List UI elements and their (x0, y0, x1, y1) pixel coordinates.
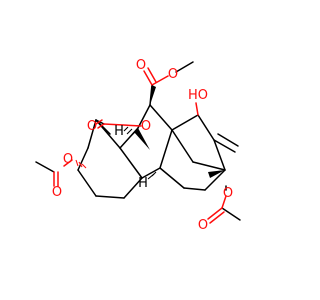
atom-label-hydroxyl: HO (188, 88, 208, 103)
atom-label-acetate-left-carbonyl-o: O (52, 185, 62, 200)
atom-labels: O O HO O O O O O O H H (52, 58, 233, 233)
atom-label-ester-carbonyl-o: O (136, 58, 146, 73)
atom-label-lactone-bridge-o: O (141, 119, 151, 134)
atom-label-lactone-carbonyl-o: O (87, 119, 97, 134)
wedge-bond (150, 85, 156, 105)
carbon-skeleton-bonds (35, 61, 241, 221)
hash-bond-h-upper (123, 126, 136, 138)
hash-bond-acetate-left (75, 159, 87, 169)
hash-bond-h-lower (147, 171, 157, 180)
atom-label-acetate-left-ether-o: O (63, 152, 73, 167)
molecule-structure-diagram: O O HO O O O O O O H H (35, 58, 241, 233)
atom-label-h-lower: H (138, 176, 148, 191)
stereo-bonds (75, 85, 225, 180)
wedge-bond (208, 170, 225, 178)
wedge-bond (134, 128, 150, 150)
atom-label-acetate-right-carbonyl-o: O (198, 218, 208, 233)
atom-label-ester-ether-o: O (168, 67, 178, 82)
atom-label-h-upper: H (114, 124, 124, 139)
oxygen-bonds (53, 67, 227, 224)
atom-label-acetate-right-ether-o: O (223, 186, 233, 201)
